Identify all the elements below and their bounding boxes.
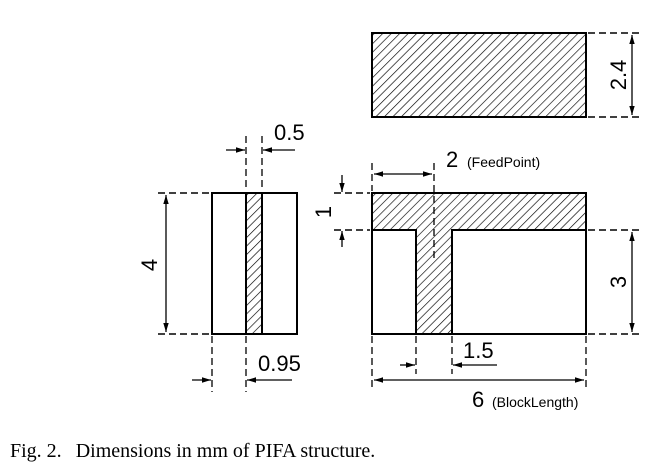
- side-view: [211, 192, 298, 335]
- dim-0-95: [192, 336, 292, 392]
- label-0-95: 0.95: [258, 351, 301, 376]
- dim-2-feedpoint: [371, 163, 435, 262]
- figure-caption: Fig. 2. Dimensions in mm of PIFA structur…: [10, 440, 375, 463]
- side-view-strip: [245, 192, 263, 335]
- label-feedpoint: (FeedPoint): [467, 154, 540, 170]
- dim-2-4: [588, 32, 640, 118]
- dim-1-5: [400, 336, 497, 374]
- label-1: 1: [311, 206, 336, 218]
- label-4: 4: [137, 259, 162, 271]
- label-1-5: 1.5: [463, 338, 494, 363]
- dim-4: [158, 192, 210, 335]
- dim-1: [334, 175, 370, 247]
- front-view: [371, 192, 587, 335]
- dim-6-blocklength: [371, 336, 587, 390]
- caption-number: Fig. 2.: [10, 440, 62, 462]
- top-patch: [371, 32, 587, 118]
- dim-0-5: [226, 136, 295, 191]
- dim-3: [588, 229, 640, 335]
- t-shape-patch: [371, 192, 587, 335]
- label-6: 6: [472, 387, 484, 412]
- label-2-4: 2.4: [606, 60, 631, 91]
- label-3: 3: [606, 276, 631, 288]
- label-2: 2: [446, 147, 458, 172]
- ground-outline: [371, 230, 587, 335]
- caption-text: Dimensions in mm of PIFA structure.: [75, 440, 376, 462]
- label-blocklength: (BlockLength): [492, 394, 578, 410]
- label-0-5: 0.5: [274, 120, 305, 145]
